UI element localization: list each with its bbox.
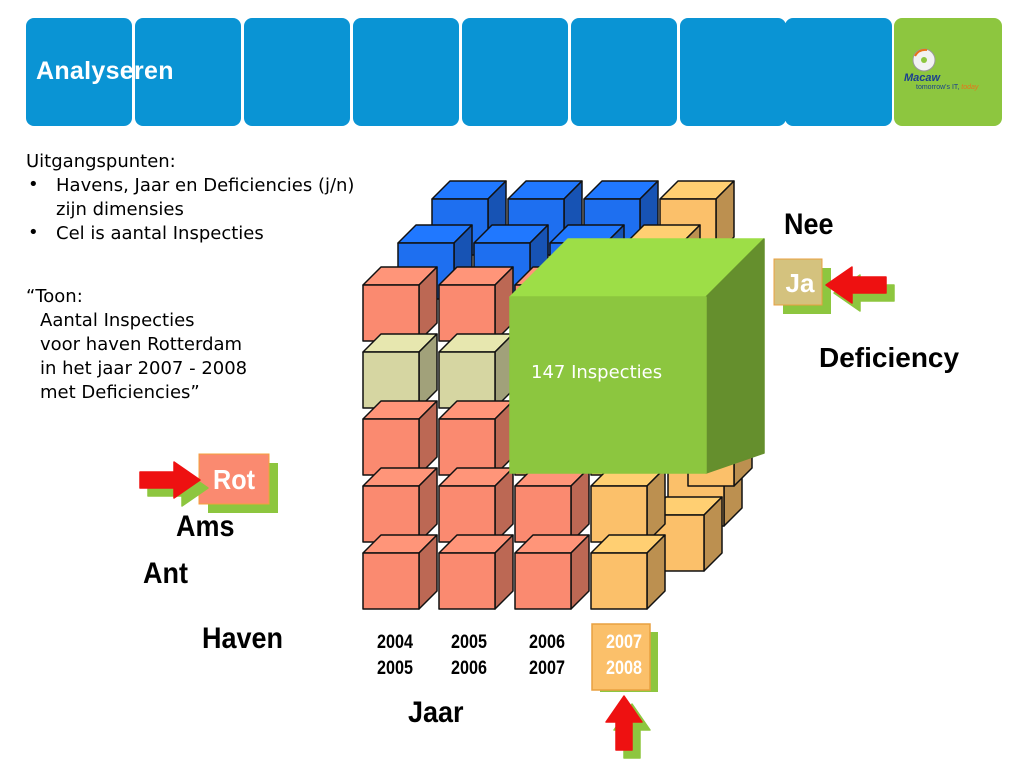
header-tab (571, 18, 677, 126)
cube-front (362, 266, 438, 342)
bullet-dot: • (28, 222, 39, 243)
cube-front (590, 467, 666, 543)
cube-front (514, 534, 590, 610)
haven-ant-label: Ant (143, 557, 188, 590)
cube-front-front (438, 284, 496, 342)
haven-arrow-icon (139, 461, 201, 499)
header-tab (785, 18, 892, 126)
bullet-dot: • (28, 174, 39, 195)
header-tab (462, 18, 568, 126)
cube-front-front (514, 552, 572, 610)
cube-front-front (590, 485, 648, 543)
query-line-4: in het jaar 2007 - 2008 (40, 358, 248, 379)
cube-front-front (438, 485, 496, 543)
header-tab (244, 18, 350, 126)
bullet-1-line2: zijn dimensies (56, 199, 184, 220)
logo-panel (894, 18, 1002, 126)
cube-front-front (362, 351, 420, 409)
query-line-3: voor haven Rotterdam (40, 334, 243, 355)
slide-title: Analyseren (36, 57, 174, 85)
query-line-5: met Deficiencies” (40, 382, 200, 403)
bullet-2-line1: Cel is aantal Inspecties (56, 223, 264, 244)
result-cube-front (509, 296, 707, 474)
cube-front-front (438, 418, 496, 476)
result-label: 147 Inspecties (531, 362, 663, 383)
haven-axis-title: Haven (202, 622, 284, 655)
cube-front-front (590, 552, 648, 610)
cube-front (514, 467, 590, 543)
cube-front (362, 333, 438, 409)
cube-front (362, 467, 438, 543)
cube-front (362, 400, 438, 476)
cube-front-front (514, 485, 572, 543)
logo-name: Macaw (904, 72, 941, 84)
jaar-arrow-icon (605, 695, 643, 751)
deficiency-ja-badge: Ja (785, 268, 815, 298)
rot-badge-bg (198, 453, 270, 505)
header-tab (353, 18, 459, 126)
header-tab (26, 18, 132, 126)
cube-front (438, 266, 514, 342)
deficiency-nee-label: Nee (784, 208, 834, 241)
header-tab (135, 18, 241, 126)
query-line-2: Aantal Inspecties (40, 310, 195, 331)
cube-front-front (362, 552, 420, 610)
cube-front-front (438, 351, 496, 409)
cube-front (438, 400, 514, 476)
cube-front-front (438, 552, 496, 610)
cube-front-front (362, 284, 420, 342)
cube-front-front (362, 485, 420, 543)
macaw-logo-icon (912, 48, 936, 72)
content-heading: Uitgangspunten: (26, 151, 176, 172)
haven-rot-badge: Rot (213, 464, 255, 495)
ja-badge-bg (773, 258, 823, 306)
header-tab (680, 18, 786, 126)
haven-ams-label: Ams (176, 510, 235, 543)
cube-front (438, 467, 514, 543)
cube-front (590, 534, 666, 610)
bullet-1-line1: Havens, Jaar en Deficiencies (j/n) (56, 175, 355, 196)
cube-front (438, 534, 514, 610)
logo-tagline: tomorrow's IT, today (916, 84, 979, 91)
deficiency-arrow-icon (825, 266, 887, 304)
cube-front-front (362, 418, 420, 476)
jaar-axis-title: Jaar (408, 696, 464, 729)
query-line-1: “Toon: (26, 286, 83, 307)
cube-front (362, 534, 438, 610)
cube-front (438, 333, 514, 409)
deficiency-axis-title: Deficiency (819, 342, 960, 373)
year-badge-bg (591, 623, 651, 691)
